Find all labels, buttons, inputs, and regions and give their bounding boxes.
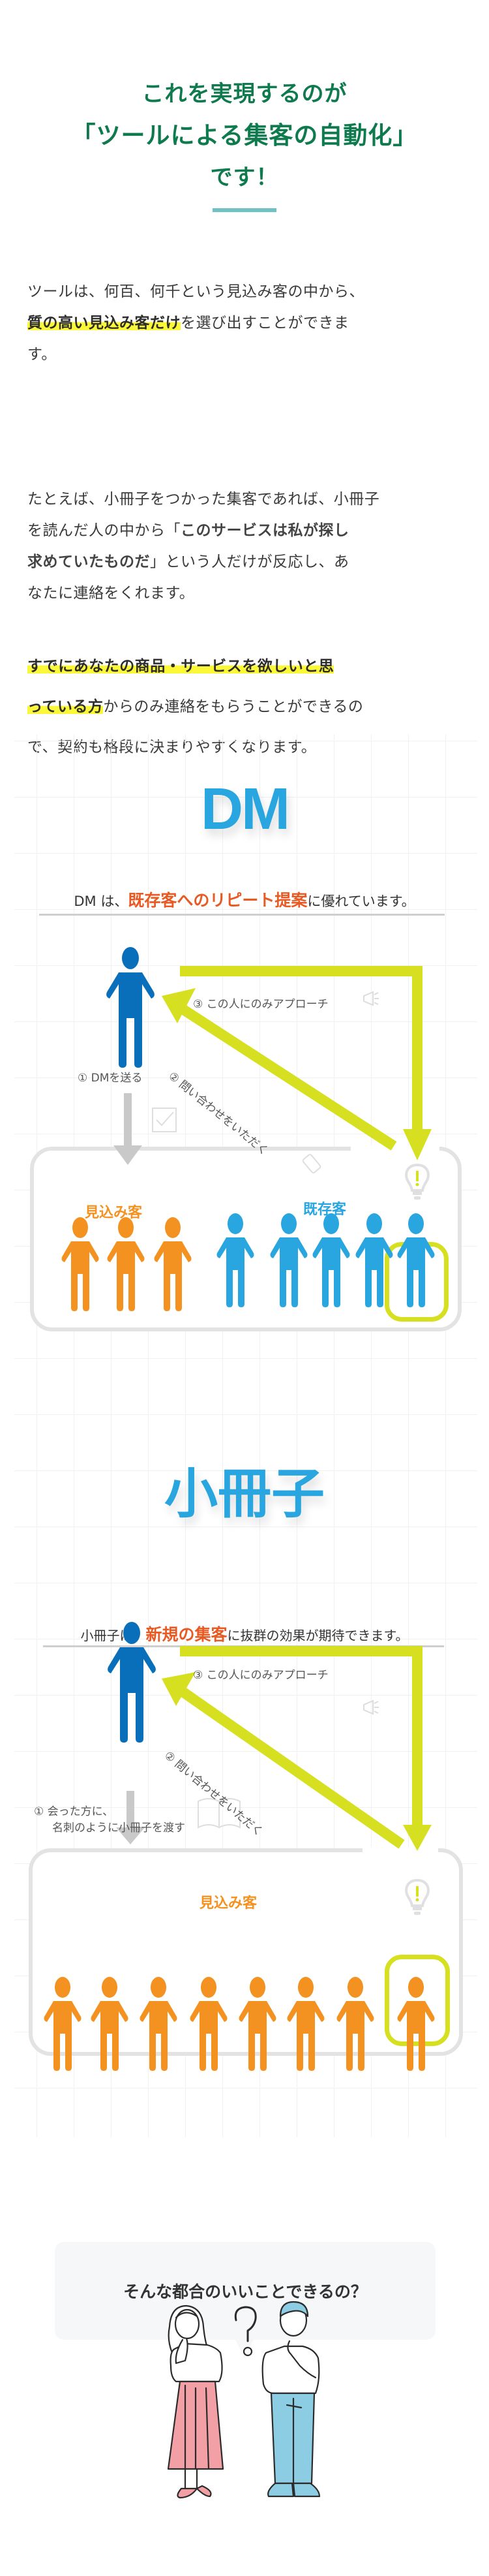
booklet-step-1-label: ① 会った方に、 名刺のように小冊子を渡す [34, 1804, 185, 1837]
dm-flow-arrows [113, 966, 432, 1173]
booklet-prospect-person-icon [91, 1977, 128, 2071]
booklet-step-1-line-2: 名刺のように小冊子を渡す [52, 1822, 185, 1835]
lightbulb-icon [405, 1163, 430, 1200]
dm-existing-label: 既存客 [303, 1202, 347, 1218]
booklet-prospect-person-icon [336, 1977, 374, 2071]
p3-line-2-rest: からのみ連絡をもらうことができるの [103, 698, 364, 715]
prospect-person-icon [154, 1217, 192, 1311]
headline-line-2: 「ツールによる集客の自動化」 [71, 121, 418, 149]
booklet-prospect-person-icon [239, 1977, 276, 2071]
dm-subtitle-emphasis: 既存客へのリピート提案 [128, 891, 308, 910]
existing-customer-person-icon [397, 1213, 435, 1307]
sender-person-icon [106, 947, 155, 1068]
booklet-flow-arrows [116, 1646, 432, 1851]
booklet-title: 小冊子 [164, 1463, 325, 1525]
paragraph-1: ツールは、何百、何千という見込み客の中から、 質の高い見込み客だけを選び出すこと… [27, 276, 464, 370]
p1-line-2: 質の高い見込み客だけを選び出すことができま [27, 307, 464, 339]
dm-title: DM [201, 777, 290, 842]
prospect-person-icon [61, 1217, 99, 1311]
booklet-subtitle-emphasis: 新規の集客 [145, 1625, 228, 1644]
highlight-quality-prospects: 質の高い見込み客だけ [27, 315, 181, 332]
p1-line-2-rest: を選び出すことができま [181, 315, 349, 332]
existing-customer-person-icon [312, 1213, 350, 1307]
booklet-prospect-person-icon [287, 1977, 325, 2071]
dm-customer-box [30, 1147, 462, 1331]
dm-subtitle-underline [39, 914, 445, 916]
booklet-prospect-person-icon [397, 1977, 435, 2071]
dm-subtitle: DM は、既存客へのリピート提案に優れています。 [0, 888, 489, 911]
booklet-selected-frame [385, 1955, 450, 2046]
booklet-lightbulb-icon [405, 1878, 430, 1915]
headline-divider [213, 208, 276, 212]
dm-step-1-label: ① DMを送る [78, 1072, 143, 1085]
confused-couple-illustration [167, 2301, 321, 2499]
p2-line-4: なたに連絡をくれます。 [27, 585, 195, 602]
p1-line-3: す。 [27, 346, 57, 363]
booklet-prospect-person-icon [140, 1977, 177, 2071]
p3-line-1: すでにあなたの商品・サービスを欲しいと思 [27, 646, 464, 687]
p2-line-2: を読んだ人の中から「このサービスは私が探し [27, 515, 464, 546]
p2-line-2-pre: を読んだ人の中から「 [27, 522, 181, 539]
question-text: そんな都合のいいことできるの？ [123, 2282, 367, 2301]
booklet-box-gap [363, 1847, 438, 1854]
prospect-person-icon [107, 1217, 145, 1311]
booklet-subtitle: 小冊子は、新規の集客に抜群の効果が期待できます。 [0, 1622, 489, 1645]
booklet-prospects-label: 見込み客 [200, 1895, 258, 1912]
headline-line-1: これを実現するのが [141, 81, 348, 107]
existing-customer-person-icon [270, 1213, 308, 1307]
dm-box-gap [351, 1145, 439, 1152]
p1-line-1: ツールは、何百、何千という見込み客の中から、 [27, 283, 364, 300]
dm-prospects-label: 見込み客 [85, 1205, 143, 1221]
p3-line-2: っている方からのみ連絡をもらうことができるの [27, 687, 464, 727]
paragraph-2: たとえば、小冊子をつかった集客であれば、小冊子 を読んだ人の中から「このサービス… [27, 484, 464, 609]
booklet-step-1-line-1: ① 会った方に、 [34, 1805, 114, 1818]
p2-line-1: たとえば、小冊子をつかった集客であれば、小冊子 [27, 491, 380, 508]
highlight-interested-customers-2: っている方 [27, 698, 104, 715]
headline-line-3: です！ [210, 164, 279, 191]
booklet-subtitle-post: に抜群の効果が期待できます。 [227, 1628, 409, 1643]
booklet-prospect-person-icon [190, 1977, 228, 2071]
p2-line-3-post: 」という人だけが反応し、あ [150, 553, 349, 570]
booklet-step-3-label: ③ この人にのみアプローチ [193, 1669, 329, 1682]
question-bubble [55, 2242, 436, 2340]
dm-subtitle-post: に優れています。 [307, 893, 415, 909]
booklet-prospect-person-icon [44, 1977, 82, 2071]
existing-customer-person-icon [355, 1213, 393, 1307]
existing-customer-person-icon [216, 1213, 254, 1307]
quote-part-1: このサービスは私が探し [181, 522, 349, 539]
dm-step-3-label: ③ この人にのみアプローチ [193, 998, 329, 1011]
section-headline: これを実現するのが 「ツールによる集客の自動化」 です！ [0, 73, 489, 198]
quote-part-2: 求めていたものだ [27, 553, 150, 570]
dm-subtitle-pre: DM は、 [74, 893, 128, 909]
booklet-sender-person-icon [108, 1622, 156, 1743]
p2-line-3: 求めていたものだ」という人だけが反応し、あ [27, 546, 464, 578]
highlight-interested-customers-1: すでにあなたの商品・サービスを欲しいと思 [27, 658, 334, 675]
